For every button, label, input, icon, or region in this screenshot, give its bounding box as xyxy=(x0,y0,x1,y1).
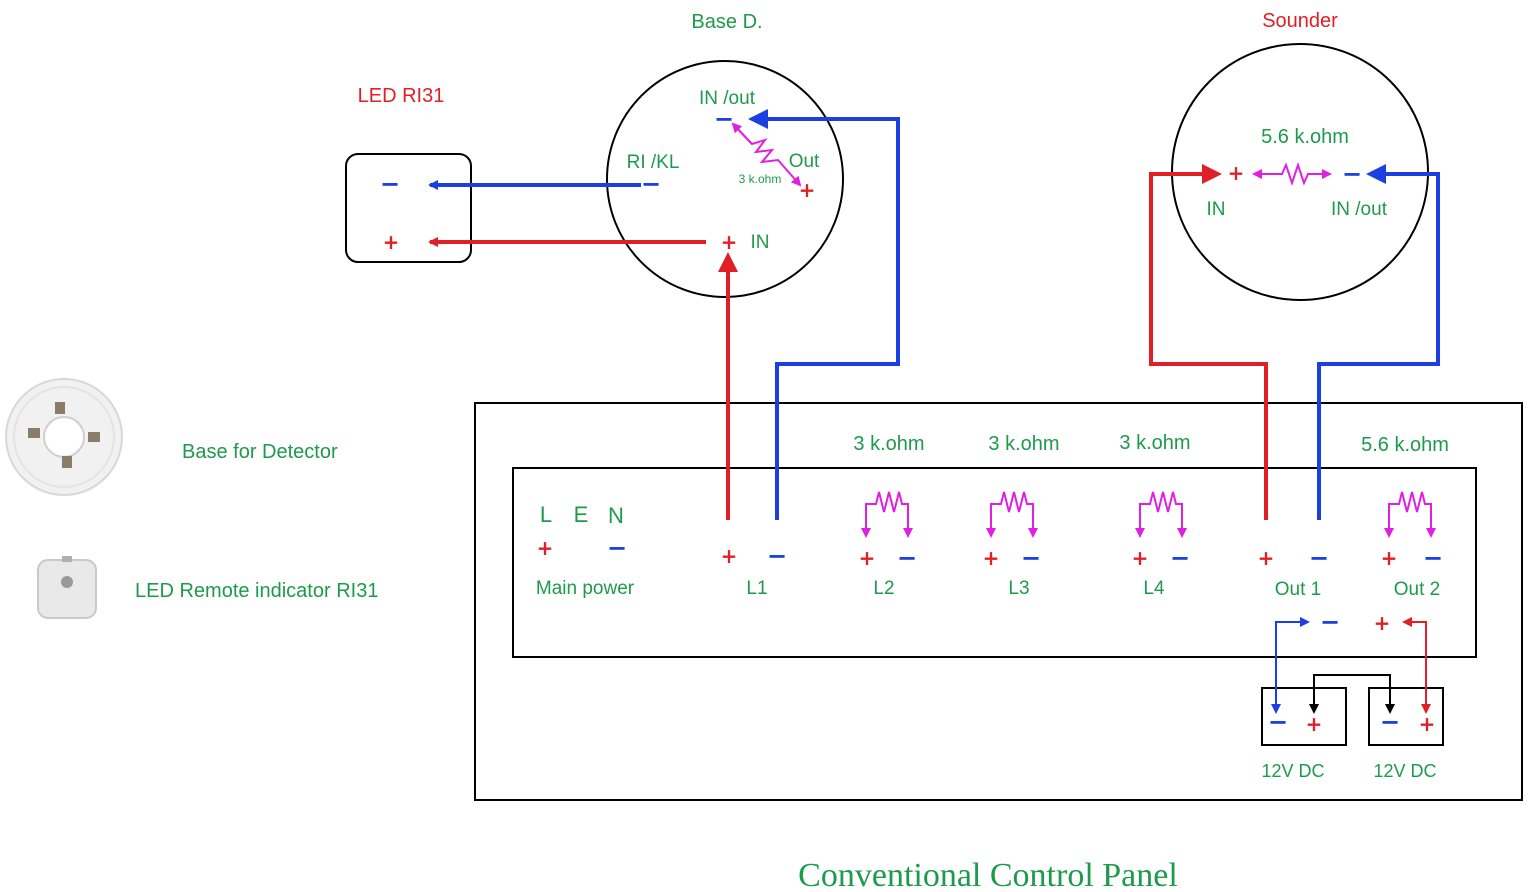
legend-base-label: Base for Detector xyxy=(182,441,338,463)
sounder-plus: + xyxy=(1228,161,1245,185)
battery-2-minus: − xyxy=(1380,708,1400,736)
base-in-out-minus: − xyxy=(714,105,734,133)
res-label-l3: 3 k.ohm xyxy=(988,433,1059,455)
main-power-plus: + xyxy=(537,536,554,560)
l1-minus: − xyxy=(767,542,787,570)
base-detector-circle xyxy=(606,60,844,298)
wire-out1-plus-to-sounder xyxy=(1149,164,1268,520)
base-resistor-arrow xyxy=(731,122,753,145)
battery-terminal-minus: − xyxy=(1320,608,1340,636)
panel-title: Conventional Control Panel xyxy=(798,857,1178,892)
l1-label: L1 xyxy=(746,578,767,599)
sounder-in-label: IN xyxy=(1207,199,1226,220)
sounder-title: Sounder xyxy=(1262,10,1338,32)
base-in-label: IN xyxy=(751,232,770,253)
l3-plus: + xyxy=(983,546,1000,570)
out2-eol-resistor xyxy=(1388,491,1436,538)
main-power-label: Main power xyxy=(536,578,635,599)
sounder-internal-resistor xyxy=(1262,161,1332,187)
led-plus: + xyxy=(383,230,400,254)
l3-eol-resistor xyxy=(990,491,1038,538)
loop-l2: + − L2 xyxy=(859,491,917,599)
l2-plus: + xyxy=(859,546,876,570)
led-minus: − xyxy=(380,170,400,198)
l2-eol-resistor xyxy=(865,491,913,538)
led-title: LED RI31 xyxy=(358,85,445,107)
main-e-label: E xyxy=(574,502,589,527)
l4-label: L4 xyxy=(1143,578,1165,599)
led-box xyxy=(345,153,472,263)
loop-l4: + − L4 xyxy=(1132,491,1190,599)
wire-battery2-plus xyxy=(1402,617,1427,712)
output-out2: + − Out 2 xyxy=(1381,491,1443,600)
sounder-in-out-label: IN /out xyxy=(1331,199,1388,220)
loop-l3: + − L3 xyxy=(983,491,1041,599)
sounder-resistor-label: 5.6 k.ohm xyxy=(1261,126,1349,148)
wire-out1-minus-to-sounder xyxy=(1317,164,1440,520)
wire-l1-minus-to-base xyxy=(748,109,900,520)
legend-led-label: LED Remote indicator RI31 xyxy=(135,580,378,602)
res-label-l2: 3 k.ohm xyxy=(853,433,924,455)
panel-outer-box xyxy=(474,402,1523,801)
base-internal-resistor xyxy=(732,123,802,187)
out1-minus: − xyxy=(1309,544,1329,572)
battery-1-minus: − xyxy=(1268,708,1288,736)
l4-plus: + xyxy=(1132,546,1149,570)
main-n-label: N xyxy=(608,503,624,528)
base-out-label: Out xyxy=(789,151,820,172)
l4-minus: − xyxy=(1170,544,1190,572)
battery-2-plus: + xyxy=(1419,712,1436,736)
sounder-minus: − xyxy=(1342,160,1362,188)
base-in-plus: + xyxy=(721,230,738,254)
wire-battery-series xyxy=(1313,674,1395,714)
base-out-plus: + xyxy=(799,178,816,202)
led-indicator-image xyxy=(37,556,97,619)
l3-minus: − xyxy=(1021,544,1041,572)
battery-1-label: 12V DC xyxy=(1261,761,1324,781)
main-l-label: L xyxy=(540,502,552,527)
base-ri-kl-minus: − xyxy=(641,170,661,198)
battery-1-box xyxy=(1261,687,1347,746)
res-label-l4: 3 k.ohm xyxy=(1119,432,1190,454)
l3-label: L3 xyxy=(1008,578,1029,599)
base-title: Base D. xyxy=(691,11,762,33)
l4-eol-resistor xyxy=(1139,491,1187,538)
panel-inner-box xyxy=(512,467,1477,658)
out2-plus: + xyxy=(1381,546,1398,570)
l2-label: L2 xyxy=(873,578,894,599)
battery-1-plus: + xyxy=(1306,712,1323,736)
wire-battery1-minus xyxy=(1275,617,1310,712)
battery-terminal-plus: + xyxy=(1374,611,1391,635)
out1-plus: + xyxy=(1258,546,1275,570)
res-label-out2: 5.6 k.ohm xyxy=(1361,434,1449,456)
battery-2-label: 12V DC xyxy=(1373,761,1436,781)
base-ri-kl-label: RI /KL xyxy=(627,152,680,173)
loop-l1: + − L1 xyxy=(721,542,787,599)
out1-label: Out 1 xyxy=(1275,579,1321,600)
l2-minus: − xyxy=(897,544,917,572)
out2-minus: − xyxy=(1423,544,1443,572)
output-out1: + − Out 1 xyxy=(1258,544,1329,600)
main-power-minus: − xyxy=(607,534,627,562)
detector-base-image xyxy=(5,378,123,496)
out2-label: Out 2 xyxy=(1394,579,1440,600)
battery-2-box xyxy=(1368,687,1444,746)
base-in-out-label: IN /out xyxy=(699,88,756,109)
base-resistor-label: 3 k.ohm xyxy=(739,172,782,186)
l1-plus: + xyxy=(721,544,738,568)
